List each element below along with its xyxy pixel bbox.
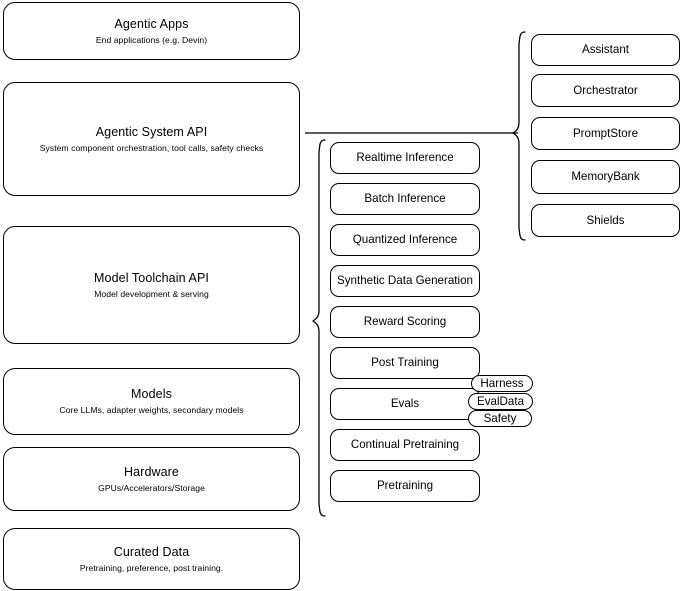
evals-subcomponent-evaldata[interactable]: EvalData: [468, 393, 533, 410]
capability-pretraining[interactable]: Pretraining: [330, 470, 480, 502]
system-component-orchestrator[interactable]: Orchestrator: [531, 74, 680, 107]
capability-batch-inference[interactable]: Batch Inference: [330, 183, 480, 215]
system-component-assistant[interactable]: Assistant: [531, 34, 680, 66]
toolchain-capabilities-brace: [312, 139, 326, 517]
capability-post-training[interactable]: Post Training: [330, 347, 480, 379]
layer-title: Model Toolchain API: [94, 270, 209, 285]
layer-subtitle: Core LLMs, adapter weights, secondary mo…: [59, 405, 244, 415]
system-component-shields[interactable]: Shields: [531, 204, 680, 237]
capability-realtime-inference[interactable]: Realtime Inference: [330, 142, 480, 174]
capability-reward-scoring[interactable]: Reward Scoring: [330, 306, 480, 338]
system-component-memorybank[interactable]: MemoryBank: [531, 160, 680, 194]
layer-title: Agentic System API: [95, 124, 208, 139]
capability-synthetic-data-generation[interactable]: Synthetic Data Generation: [330, 265, 480, 297]
layer-title: Models: [131, 387, 172, 401]
layer-subtitle: System component orchestration, tool cal…: [39, 142, 264, 153]
layer-agentic-system-api[interactable]: Agentic System API System component orch…: [3, 82, 300, 196]
layer-subtitle: Pretraining, preference, post training.: [79, 562, 224, 573]
layer-subtitle: End applications (e.g. Devin): [95, 34, 208, 45]
layer-title: Curated Data: [113, 544, 190, 559]
layer-title: Hardware: [124, 464, 179, 479]
layer-subtitle: GPUs/Accelerators/Storage: [98, 482, 205, 493]
layer-models[interactable]: Models Core LLMs, adapter weights, secon…: [3, 368, 300, 435]
layer-agentic-apps[interactable]: Agentic Apps End applications (e.g. Devi…: [3, 2, 300, 60]
system-component-promptstore[interactable]: PromptStore: [531, 117, 680, 150]
system-components-brace: [512, 31, 526, 241]
evals-subcomponent-harness[interactable]: Harness: [471, 375, 533, 392]
evals-subcomponent-safety[interactable]: Safety: [468, 410, 532, 427]
layer-curated-data[interactable]: Curated Data Pretraining, preference, po…: [3, 528, 300, 590]
layer-model-toolchain-api[interactable]: Model Toolchain API Model development & …: [3, 226, 300, 344]
layer-subtitle: Model development & serving: [94, 288, 209, 299]
layer-hardware[interactable]: Hardware GPUs/Accelerators/Storage: [3, 447, 300, 511]
capability-evals[interactable]: Evals: [330, 388, 480, 420]
capability-quantized-inference[interactable]: Quantized Inference: [330, 224, 480, 256]
layer-title: Agentic Apps: [114, 16, 189, 31]
capability-continual-pretraining[interactable]: Continual Pretraining: [330, 429, 480, 461]
